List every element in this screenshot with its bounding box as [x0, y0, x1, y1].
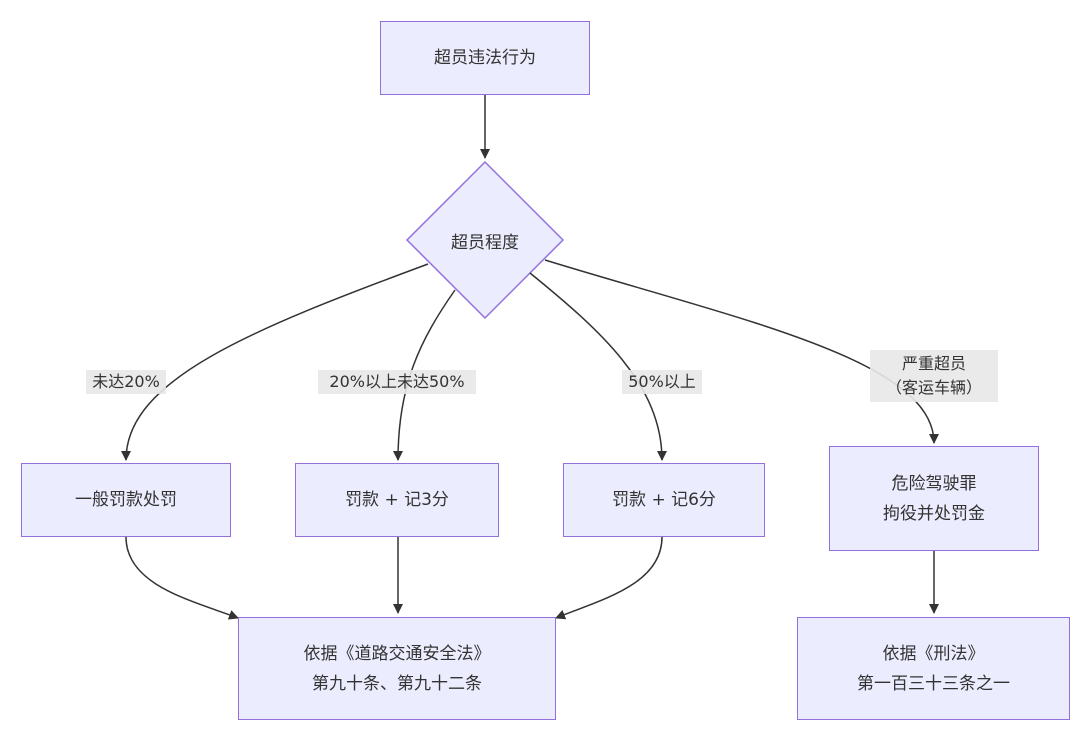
dangerous-driving-line-1: 危险驾驶罪	[891, 473, 977, 494]
general-fine-node: 一般罚款处罚	[21, 463, 231, 537]
edge-label-serious-line-1: 严重超员	[901, 354, 966, 373]
fine-3-points-label: 罚款 + 记3分	[345, 490, 449, 510]
decision-node-label: 超员程度	[405, 222, 565, 258]
edge-label-20-to-50: 20%以上未达50%	[318, 370, 476, 394]
dangerous-driving-line-2: 拘役并处罚金	[883, 503, 985, 524]
edge-label-serious: 严重超员 （客运车辆）	[870, 350, 998, 402]
fine-3-points-node: 罚款 + 记3分	[295, 463, 499, 537]
traffic-law-line-1: 依据《道路交通安全法》	[303, 643, 491, 664]
traffic-law-node: 依据《道路交通安全法》 第九十条、第九十二条	[238, 617, 556, 720]
criminal-law-line-2: 第一百三十三条之一	[857, 673, 1010, 694]
general-fine-label: 一般罚款处罚	[75, 490, 177, 510]
edge-fine-6-to-traffic-law	[555, 536, 663, 620]
edge-label-over-50-text: 50%以上	[628, 372, 696, 391]
traffic-law-line-2: 第九十条、第九十二条	[312, 673, 482, 694]
edge-decision-to-fine-3	[393, 289, 456, 461]
edge-label-serious-line-2: （客运车辆）	[885, 378, 982, 397]
criminal-law-node: 依据《刑法》 第一百三十三条之一	[797, 617, 1070, 720]
start-node: 超员违法行为	[380, 21, 590, 95]
edge-label-over-50: 50%以上	[622, 370, 702, 394]
dangerous-driving-node: 危险驾驶罪 拘役并处罚金	[829, 446, 1039, 551]
edge-label-under-20-text: 未达20%	[92, 372, 160, 391]
fine-6-points-node: 罚款 + 记6分	[563, 463, 765, 537]
decision-label-text: 超员程度	[451, 232, 519, 253]
edge-decision-to-fine-6	[529, 272, 667, 461]
edge-decision-to-general-fine	[121, 263, 429, 461]
criminal-law-line-1: 依据《刑法》	[882, 643, 985, 664]
start-node-label: 超员违法行为	[434, 48, 536, 68]
edge-label-under-20: 未达20%	[86, 370, 166, 394]
fine-6-points-label: 罚款 + 记6分	[612, 490, 716, 510]
edge-label-20-to-50-text: 20%以上未达50%	[329, 372, 465, 391]
edge-decision-to-crime	[544, 259, 939, 444]
edge-general-fine-to-traffic-law	[125, 536, 239, 620]
decision-diamond-shape	[405, 160, 565, 320]
